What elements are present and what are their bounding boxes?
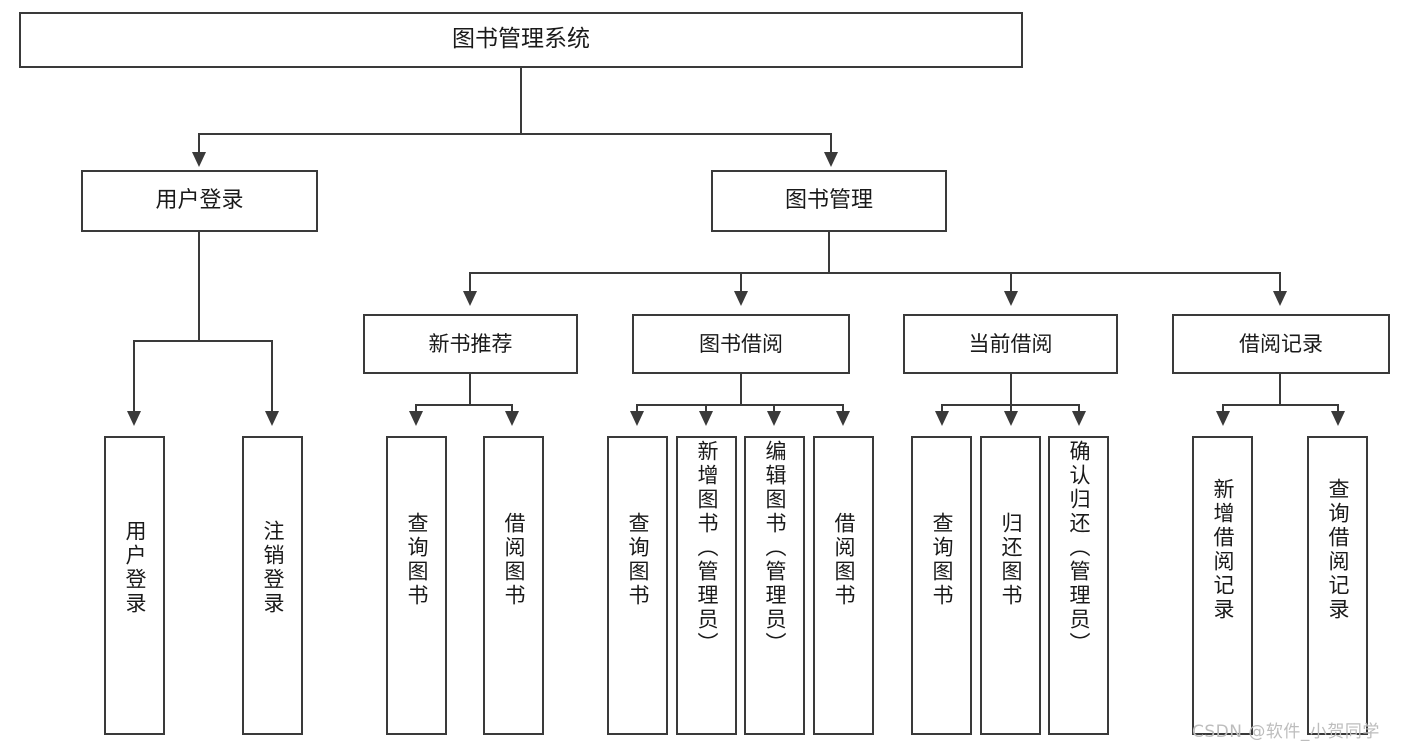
arrowhead-leaf-return-book xyxy=(1004,411,1018,426)
arrowhead-to-current-borrow xyxy=(1004,291,1018,306)
leaf-label: 查询图书 xyxy=(930,512,954,608)
arrowhead-to-book-borrow xyxy=(734,291,748,306)
connector-nbr-bus xyxy=(415,404,513,406)
connector-br-stem xyxy=(1279,374,1281,406)
arrowhead-leaf-query-book-2 xyxy=(630,411,644,426)
connector-cb-stem xyxy=(1010,374,1012,406)
arrowhead-to-new-book-rec xyxy=(463,291,477,306)
node-new-book-recommend[interactable]: 新书推荐 xyxy=(363,314,578,374)
arrowhead-leaf-add-borrow-record xyxy=(1216,411,1230,426)
leaf-label: 新增借阅记录 xyxy=(1211,478,1235,622)
leaf-user-login[interactable]: 用户登录 xyxy=(104,436,165,735)
connector-bb-drop-2 xyxy=(705,404,707,414)
leaf-label: 查询借阅记录 xyxy=(1326,478,1350,622)
node-label: 借阅记录 xyxy=(1239,331,1323,356)
node-label: 当前借阅 xyxy=(968,331,1053,356)
connector-bm-drop-2 xyxy=(740,272,742,294)
leaf-add-book-admin[interactable]: 新增图书（管理员） xyxy=(676,436,737,735)
arrowhead-leaf-query-borrow-record xyxy=(1331,411,1345,426)
node-label: 新书推荐 xyxy=(428,331,513,356)
node-book-management[interactable]: 图书管理 xyxy=(711,170,947,232)
leaf-label: 新增图书（管理员） xyxy=(695,440,719,656)
connector-bm-drop-1 xyxy=(469,272,471,294)
leaf-label: 确认归还（管理员） xyxy=(1067,440,1091,656)
leaf-label: 借阅图书 xyxy=(832,512,856,608)
connector-bb-drop-3 xyxy=(773,404,775,414)
arrowhead-to-borrow-record xyxy=(1273,291,1287,306)
leaf-query-borrow-record[interactable]: 查询借阅记录 xyxy=(1307,436,1368,735)
connector-bb-drop-1 xyxy=(636,404,638,414)
leaf-label: 编辑图书（管理员） xyxy=(763,440,787,656)
node-borrow-record[interactable]: 借阅记录 xyxy=(1172,314,1390,374)
node-label: 用户登录 xyxy=(155,188,244,214)
node-current-borrow[interactable]: 当前借阅 xyxy=(903,314,1118,374)
leaf-label: 查询图书 xyxy=(626,512,650,608)
connector-user-login-drop-2 xyxy=(271,340,273,414)
connector-br-drop-2 xyxy=(1337,404,1339,414)
csdn-watermark: CSDN @软件_小贺同学 xyxy=(1192,722,1380,742)
node-user-login[interactable]: 用户登录 xyxy=(81,170,318,232)
connector-br-bus xyxy=(1222,404,1339,406)
leaf-label: 查询图书 xyxy=(405,512,429,608)
leaf-query-book-new[interactable]: 查询图书 xyxy=(386,436,447,735)
connector-bb-bus xyxy=(636,404,844,406)
connector-book-manage-bus xyxy=(469,272,1281,274)
leaf-confirm-return-admin[interactable]: 确认归还（管理员） xyxy=(1048,436,1109,735)
leaf-label: 用户登录 xyxy=(123,520,147,616)
arrowhead-leaf-query-book-3 xyxy=(935,411,949,426)
arrowhead-leaf-borrow-book-1 xyxy=(505,411,519,426)
connector-user-login-drop-1 xyxy=(133,340,135,414)
arrowhead-to-user-login xyxy=(192,152,206,167)
node-root-library-system[interactable]: 图书管理系统 xyxy=(19,12,1023,68)
leaf-add-borrow-record[interactable]: 新增借阅记录 xyxy=(1192,436,1253,735)
connector-nbr-stem xyxy=(469,374,471,406)
leaf-label: 注销登录 xyxy=(261,520,285,616)
connector-level1-bus xyxy=(198,133,832,135)
arrowhead-leaf-borrow-book-2 xyxy=(836,411,850,426)
connector-bm-drop-3 xyxy=(1010,272,1012,294)
connector-user-login-bus xyxy=(133,340,272,342)
leaf-query-book-borrow[interactable]: 查询图书 xyxy=(607,436,668,735)
connector-root-stem xyxy=(520,68,522,133)
arrowhead-leaf-logout xyxy=(265,411,279,426)
connector-user-login-stem xyxy=(198,232,200,342)
leaf-return-book[interactable]: 归还图书 xyxy=(980,436,1041,735)
leaf-borrow-book-borrow[interactable]: 借阅图书 xyxy=(813,436,874,735)
connector-cb-drop-1 xyxy=(941,404,943,414)
connector-to-book-manage xyxy=(830,133,832,155)
connector-bm-drop-4 xyxy=(1279,272,1281,294)
connector-nbr-drop-2 xyxy=(511,404,513,414)
arrowhead-leaf-query-book-1 xyxy=(409,411,423,426)
connector-book-manage-stem xyxy=(828,232,830,274)
connector-br-drop-1 xyxy=(1222,404,1224,414)
node-book-borrow[interactable]: 图书借阅 xyxy=(632,314,850,374)
leaf-logout[interactable]: 注销登录 xyxy=(242,436,303,735)
leaf-label: 借阅图书 xyxy=(502,512,526,608)
connector-nbr-drop-1 xyxy=(415,404,417,414)
connector-cb-drop-2 xyxy=(1010,404,1012,414)
arrowhead-leaf-user-login xyxy=(127,411,141,426)
node-label: 图书管理系统 xyxy=(452,26,590,53)
leaf-borrow-book-new[interactable]: 借阅图书 xyxy=(483,436,544,735)
node-label: 图书借阅 xyxy=(699,331,783,356)
leaf-edit-book-admin[interactable]: 编辑图书（管理员） xyxy=(744,436,805,735)
arrowhead-leaf-edit-book xyxy=(767,411,781,426)
connector-cb-drop-3 xyxy=(1078,404,1080,414)
connector-to-user-login xyxy=(198,133,200,155)
node-label: 图书管理 xyxy=(784,188,873,214)
leaf-label: 归还图书 xyxy=(999,512,1023,608)
arrowhead-to-book-manage xyxy=(824,152,838,167)
connector-bb-drop-4 xyxy=(842,404,844,414)
connector-bb-stem xyxy=(740,374,742,406)
leaf-query-book-current[interactable]: 查询图书 xyxy=(911,436,972,735)
arrowhead-leaf-confirm-return xyxy=(1072,411,1086,426)
arrowhead-leaf-add-book xyxy=(699,411,713,426)
